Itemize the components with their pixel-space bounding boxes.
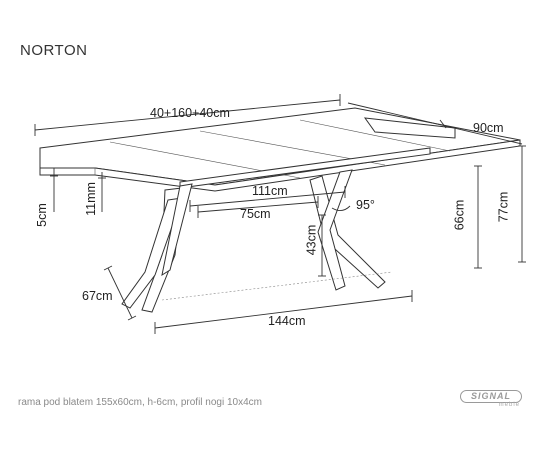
leg-angle-arc (331, 205, 351, 211)
dim-width-line (347, 102, 523, 145)
dim-frame-height-label: 66cm (452, 199, 467, 231)
dim-frame-height-line (474, 165, 482, 269)
floor-reference-line (161, 271, 393, 301)
product-title: NORTON (20, 42, 88, 59)
dim-total-height-line (518, 145, 526, 263)
dim-length-extended-line (34, 94, 341, 136)
dim-frame-length-line (189, 186, 346, 212)
brand-logo-mark: SIGNAL (460, 390, 522, 403)
dim-leg-spread-label: 75cm (240, 207, 271, 221)
dim-base-length-line (154, 290, 413, 334)
dim-top-thickness-label: 5cm (34, 203, 49, 227)
dim-clearance-label: 43cm (304, 224, 319, 256)
dim-thickness-lines (50, 168, 106, 212)
dim-leg-spread-line (197, 196, 319, 218)
dim-base-depth-label: 67cm (82, 289, 113, 303)
dim-total-height-label: 77cm (496, 191, 511, 223)
legs (121, 169, 386, 313)
dim-edge-thickness-label: 11mm (83, 182, 98, 216)
dim-length-extended-label: 40+160+40cm (150, 106, 230, 120)
brand-logo-sub: meble (498, 402, 520, 408)
spec-footnote: rama pod blatem 155x60cm, h-6cm, profil … (18, 397, 263, 408)
dim-frame-length-label: 111cm (252, 184, 288, 198)
dim-leg-angle-label: 95° (356, 198, 375, 212)
brand-logo: SIGNAL meble (460, 388, 522, 410)
dim-base-depth-line (103, 265, 137, 321)
tabletop (39, 107, 521, 192)
dim-width-label: 90cm (473, 121, 504, 135)
dim-base-length-label: 144cm (268, 314, 306, 328)
dim-clearance-line (318, 214, 326, 277)
